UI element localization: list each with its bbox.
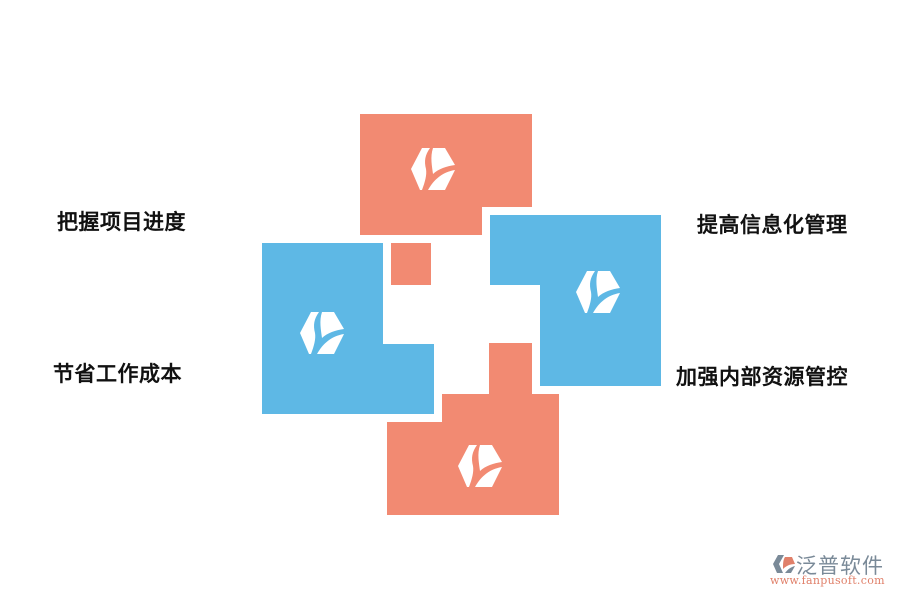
label-bottom-right: 加强内部资源管控	[676, 365, 848, 389]
label-bottom-left: 节省工作成本	[53, 362, 182, 386]
brand-watermark: 泛普软件 www.fanpusoft.com	[768, 552, 894, 592]
block-top-tab	[391, 243, 431, 285]
label-top-right: 提高信息化管理	[697, 213, 848, 237]
fanpu-logo-icon	[773, 555, 795, 573]
brand-url: www.fanpusoft.com	[770, 574, 885, 587]
brand-hexagon-icon	[411, 148, 455, 190]
block-bottom-tab	[489, 343, 532, 394]
block-right-top	[490, 215, 661, 285]
block-left-lower	[262, 344, 434, 414]
brand-hexagon-icon	[458, 445, 502, 487]
block-top-lower	[360, 207, 482, 235]
label-top-left: 把握项目进度	[57, 210, 186, 234]
brand-name: 泛普软件	[796, 554, 884, 578]
block-bottom-upper	[442, 394, 559, 422]
block-right-main	[540, 285, 661, 386]
brand-hexagon-icon	[300, 312, 344, 354]
brand-hexagon-icon	[576, 271, 620, 313]
